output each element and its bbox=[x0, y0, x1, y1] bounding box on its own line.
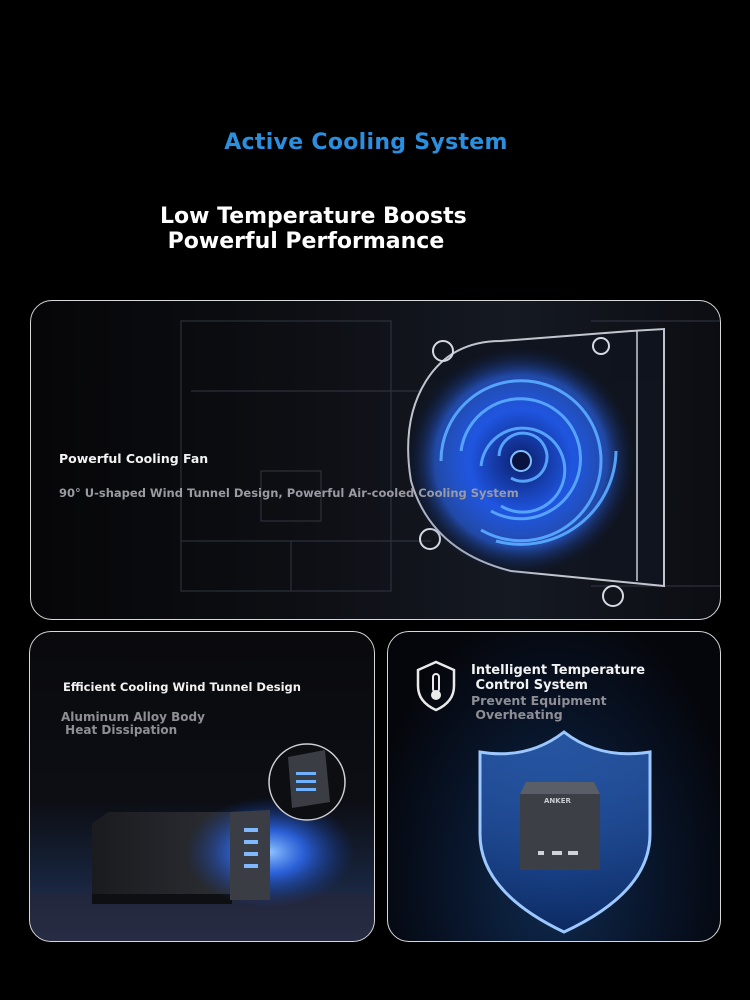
device-brand-label: ANKER bbox=[544, 797, 571, 805]
tunnel-card-title: Efficient Cooling Wind Tunnel Design bbox=[63, 680, 301, 694]
temp-card-title: Intelligent Temperature Control System bbox=[471, 663, 646, 693]
fan-card-title: Powerful Cooling Fan bbox=[59, 451, 209, 466]
headline: Low Temperature Boosts Powerful Performa… bbox=[160, 204, 467, 254]
eyebrow-title: Active Cooling System bbox=[224, 130, 508, 155]
fan-card-subtitle: 90° U-shaped Wind Tunnel Design, Powerfu… bbox=[59, 486, 519, 500]
temp-card-subtitle: Prevent Equipment Overheating bbox=[471, 693, 607, 722]
wind-tunnel-card: Efficient Cooling Wind Tunnel Design Alu… bbox=[29, 631, 375, 942]
temperature-control-card: Intelligent Temperature Control System P… bbox=[387, 631, 721, 942]
device-illustration bbox=[30, 743, 374, 941]
tunnel-card-subtitle: Aluminum Alloy Body Heat Dissipation bbox=[61, 710, 205, 737]
shield-illustration bbox=[478, 730, 652, 934]
fan-illustration bbox=[180, 320, 720, 607]
shield-thermometer-icon bbox=[416, 660, 456, 712]
cooling-fan-card: Powerful Cooling Fan 90° U-shaped Wind T… bbox=[30, 300, 721, 620]
